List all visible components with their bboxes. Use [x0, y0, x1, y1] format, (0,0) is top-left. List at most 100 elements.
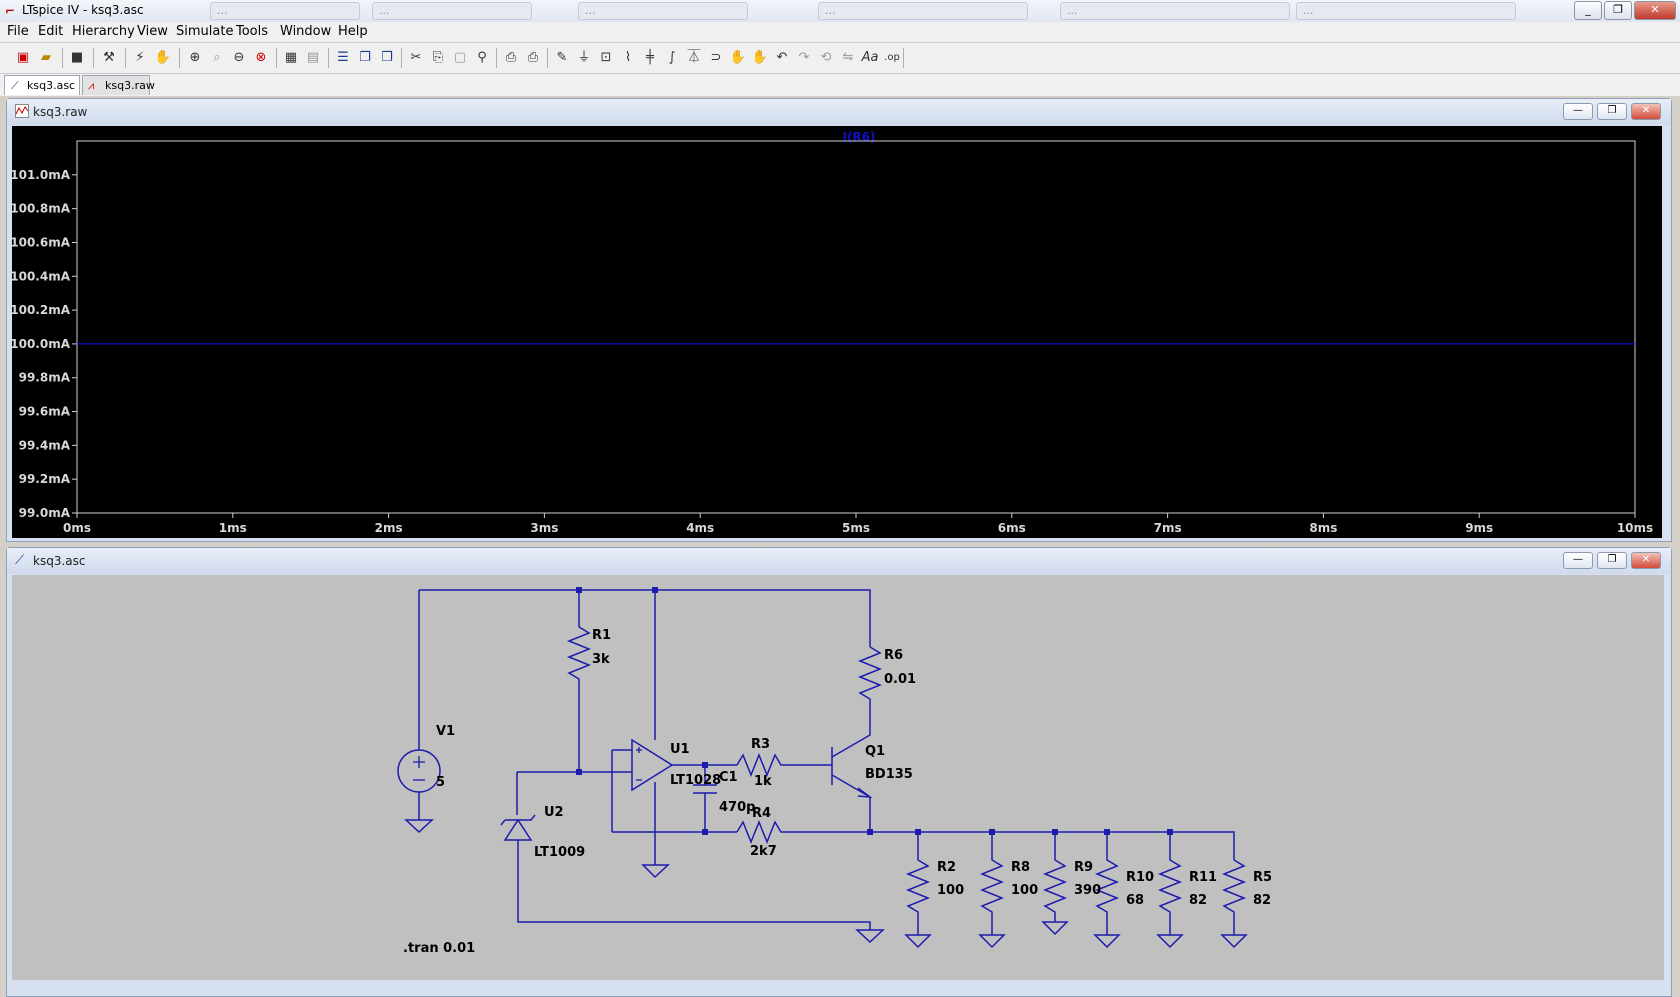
paste-icon[interactable]: ▢	[453, 50, 467, 65]
zoom-out-icon[interactable]: ⊖	[233, 50, 245, 65]
run-icon[interactable]: ⚡	[135, 50, 145, 65]
grid-icon[interactable]: ▤	[306, 50, 320, 65]
background-tab[interactable]: ...	[578, 2, 748, 20]
close-button[interactable]: ✕	[1631, 552, 1661, 569]
background-tab[interactable]: ...	[1296, 2, 1516, 20]
menu-file[interactable]: File	[7, 24, 29, 39]
minimize-button[interactable]: —	[1563, 552, 1593, 569]
c1-name[interactable]: C1	[719, 770, 738, 785]
menu-hierarchy[interactable]: Hierarchy	[72, 24, 135, 39]
spice-directive-icon[interactable]: .op	[884, 52, 900, 63]
r3-name[interactable]: R3	[751, 737, 770, 752]
x-tick-label: 4ms	[686, 521, 714, 535]
u1-name[interactable]: U1	[670, 742, 690, 757]
zoom-area-icon[interactable]: ⌕	[213, 50, 221, 65]
background-tab[interactable]: ...	[210, 2, 360, 20]
resistor-icon[interactable]: ⌇	[624, 50, 632, 65]
u1-value[interactable]: LT1028	[670, 773, 721, 788]
print-icon[interactable]: ⎙	[527, 50, 539, 65]
background-tab[interactable]: ...	[372, 2, 532, 20]
tile-vertical-icon[interactable]: ❒	[381, 50, 393, 65]
r6-value[interactable]: 0.01	[884, 672, 916, 687]
pan-icon[interactable]: ✋	[154, 50, 172, 65]
component-icon[interactable]: ⊃	[710, 50, 722, 65]
r2-value[interactable]: 100	[937, 883, 964, 898]
r9-value[interactable]: 390	[1074, 883, 1101, 898]
new-schematic-icon[interactable]: ▣	[16, 50, 30, 65]
minimize-button[interactable]: —	[1563, 103, 1593, 120]
menu-tools[interactable]: Tools	[236, 24, 269, 39]
r10-value[interactable]: 68	[1126, 893, 1144, 908]
save-icon[interactable]: ■	[70, 50, 84, 65]
find-icon[interactable]: ⚲	[477, 50, 487, 65]
r4-name[interactable]: R4	[752, 806, 771, 821]
waveform-plot[interactable]: I(R6) 101.0mA100.8mA100.6mA100.4mA100.2m…	[10, 126, 1662, 538]
cascade-icon[interactable]: ❐	[359, 50, 371, 65]
tab-ksq3-raw[interactable]: ⩘ ksq3.raw	[82, 75, 155, 95]
autorange-icon[interactable]: ▦	[284, 50, 298, 65]
r3-value[interactable]: 1k	[754, 774, 772, 789]
ground-icon[interactable]: ⏚	[577, 50, 591, 65]
r1-value[interactable]: 3k	[592, 652, 610, 667]
r11-value[interactable]: 82	[1189, 893, 1207, 908]
spice-directive[interactable]: .tran 0.01	[403, 941, 475, 956]
label-net-icon[interactable]: ⊡	[600, 50, 612, 65]
tab-ksq3-asc[interactable]: ⟋ ksq3.asc	[4, 75, 80, 95]
q1-name[interactable]: Q1	[865, 744, 885, 759]
capacitor-icon[interactable]: ╪	[646, 50, 654, 65]
inductor-icon[interactable]: ∫	[668, 50, 676, 65]
close-button[interactable]: ✕	[1634, 1, 1676, 20]
schematic-drawing[interactable]: R1 3k R6 0.01 V1 5 U1 LT1028 C1 470p R3 …	[12, 575, 1664, 980]
maximize-button[interactable]: ❐	[1597, 552, 1627, 569]
copy-icon[interactable]: ⎘	[432, 50, 444, 65]
r6-name[interactable]: R6	[884, 648, 903, 663]
menu-help[interactable]: Help	[338, 24, 368, 39]
open-icon[interactable]: ▰	[41, 50, 51, 65]
schematic-canvas[interactable]: R1 3k R6 0.01 V1 5 U1 LT1028 C1 470p R3 …	[12, 575, 1664, 980]
mirror-icon[interactable]: ⇋	[842, 50, 854, 65]
r11-name[interactable]: R11	[1189, 870, 1217, 885]
menu-window[interactable]: Window	[280, 24, 332, 39]
trace-label[interactable]: I(R6)	[842, 130, 875, 144]
rotate-icon[interactable]: ⟲	[820, 50, 832, 65]
r4-value[interactable]: 2k7	[750, 844, 777, 859]
restore-button[interactable]: ❐	[1604, 1, 1632, 20]
background-tab[interactable]: ...	[818, 2, 1028, 20]
draw-wire-icon[interactable]: ✎	[556, 50, 568, 65]
r9-name[interactable]: R9	[1074, 860, 1093, 875]
zoom-in-icon[interactable]: ⊕	[189, 50, 201, 65]
r1-name[interactable]: R1	[592, 628, 611, 643]
menu-view[interactable]: View	[137, 24, 168, 39]
redo-icon[interactable]: ↷	[798, 50, 810, 65]
minimize-button[interactable]: _	[1574, 1, 1602, 20]
c1-value[interactable]: 470p	[719, 800, 755, 815]
print-preview-icon[interactable]: ⎙	[505, 50, 517, 65]
menu-edit[interactable]: Edit	[38, 24, 64, 39]
control-panel-icon[interactable]: ⚒	[103, 50, 115, 65]
r2-name[interactable]: R2	[937, 860, 956, 875]
cut-icon[interactable]: ✂	[410, 50, 422, 65]
r5-value[interactable]: 82	[1253, 893, 1271, 908]
x-tick-label: 8ms	[1309, 521, 1337, 535]
diode-icon[interactable]: ⏄	[687, 50, 701, 65]
text-icon[interactable]: Aa	[861, 50, 879, 65]
tile-horizontal-icon[interactable]: ☰	[337, 50, 349, 65]
r8-name[interactable]: R8	[1011, 860, 1030, 875]
menu-simulate[interactable]: Simulate	[176, 24, 234, 39]
r8-value[interactable]: 100	[1011, 883, 1038, 898]
move-icon[interactable]: ✋	[729, 50, 747, 65]
undo-icon[interactable]: ↶	[776, 50, 788, 65]
u2-name[interactable]: U2	[544, 805, 564, 820]
r5-name[interactable]: R5	[1253, 870, 1272, 885]
v1-value[interactable]: 5	[436, 775, 445, 790]
q1-value[interactable]: BD135	[865, 767, 913, 782]
close-button[interactable]: ✕	[1631, 103, 1661, 120]
v1-name[interactable]: V1	[436, 724, 455, 739]
background-tab[interactable]: ...	[1060, 2, 1290, 20]
r10-name[interactable]: R10	[1126, 870, 1154, 885]
zoom-fit-icon[interactable]: ⊗	[255, 50, 267, 65]
u2-value[interactable]: LT1009	[534, 845, 585, 860]
drag-icon[interactable]: ✋	[751, 50, 769, 65]
maximize-button[interactable]: ❐	[1597, 103, 1627, 120]
